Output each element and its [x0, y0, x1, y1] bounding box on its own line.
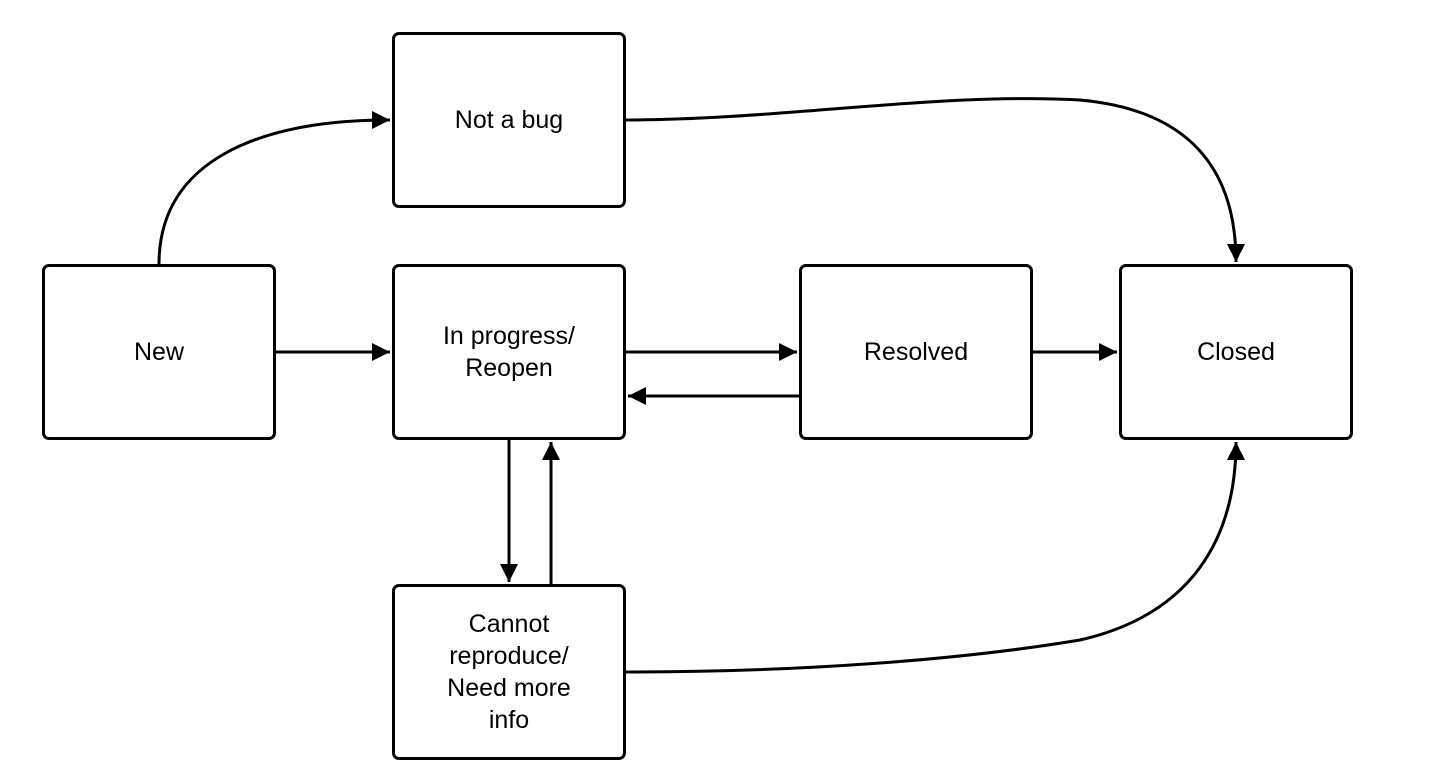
node-label: Closed — [1197, 338, 1275, 366]
edge-new-to-not-a-bug — [157, 111, 391, 265]
edge-not-a-bug-to-closed — [625, 97, 1245, 263]
node-closed[interactable]: Closed — [1119, 264, 1353, 440]
node-resolved[interactable]: Resolved — [799, 264, 1033, 440]
node-in-progress-reopen[interactable]: In progress/ Reopen — [392, 264, 626, 440]
node-cannot-reproduce-need-more-info[interactable]: Cannot reproduce/ Need more info — [392, 584, 626, 760]
node-label: In progress/ Reopen — [442, 322, 575, 382]
node-label: New — [133, 338, 184, 366]
edge-cannot-reproduce-to-closed — [625, 441, 1245, 674]
node-label: Resolved — [863, 338, 969, 366]
node-not-a-bug[interactable]: Not a bug — [392, 32, 626, 208]
node-new[interactable]: New — [42, 264, 276, 440]
node-label: Not a bug — [454, 106, 564, 134]
node-label: Cannot reproduce/ Need more info — [447, 610, 571, 734]
